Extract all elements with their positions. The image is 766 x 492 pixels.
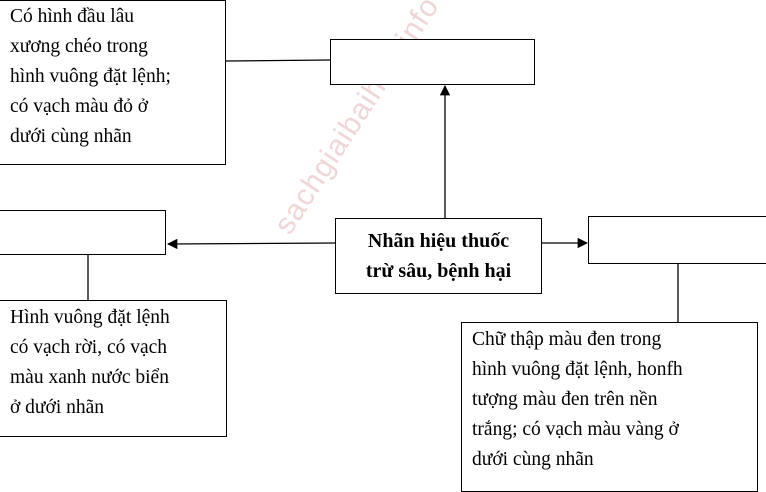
left-line-1: Hình vuông đặt lệnh bbox=[10, 307, 170, 328]
right-line-3: tượng màu đen trên nền bbox=[472, 389, 658, 410]
right-line-4: trắng; có vạch màu vàng ở bbox=[472, 419, 679, 440]
left-description-box: Hình vuông đặt lệnh có vạch rời, có vạch… bbox=[0, 300, 227, 437]
right-line-1: Chữ thập màu đen trong bbox=[472, 329, 662, 350]
right-line-2: hình vuông đặt lệnh, honfh bbox=[472, 359, 683, 380]
right-blank-box bbox=[588, 216, 766, 264]
right-line-5: dưới cùng nhãn bbox=[472, 449, 594, 470]
top-left-line-5: dưới cùng nhãn bbox=[10, 126, 132, 147]
top-left-line-2: xương chéo trong bbox=[10, 36, 148, 57]
left-line-2: có vạch rời, có vạch bbox=[10, 337, 168, 358]
top-left-line-3: hình vuông đặt lệnh; bbox=[10, 66, 171, 87]
left-blank-box bbox=[0, 210, 166, 255]
center-line-1: Nhãn hiệu thuốc bbox=[367, 230, 510, 252]
left-line-3: màu xanh nước biển bbox=[10, 367, 169, 388]
center-node: Nhãn hiệu thuốc trừ sâu, bệnh hại bbox=[335, 218, 542, 294]
left-line-4: ở dưới nhãn bbox=[10, 397, 105, 418]
right-description-box: Chữ thập màu đen trong hình vuông đặt lệ… bbox=[461, 322, 758, 492]
center-line-2: trừ sâu, bệnh hại bbox=[365, 260, 512, 282]
top-blank-box bbox=[330, 39, 535, 85]
top-left-description-box: Có hình đầu lâu xương chéo trong hình vu… bbox=[0, 0, 226, 165]
top-left-line-1: Có hình đầu lâu bbox=[10, 6, 135, 27]
top-left-line-4: có vạch màu đỏ ở bbox=[10, 96, 149, 117]
link-top-left bbox=[225, 59, 331, 62]
arrow-to-left-blank bbox=[166, 238, 337, 250]
